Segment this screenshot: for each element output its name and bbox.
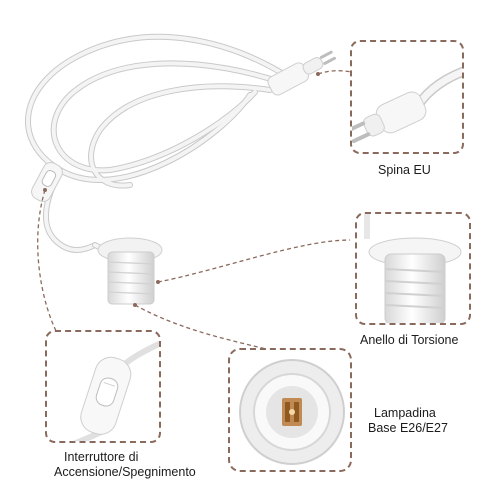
- callout-connectors: [37, 70, 353, 351]
- lamp-socket-ring-icon: [364, 214, 462, 323]
- eu-plug-icon: [352, 67, 462, 144]
- inset-bulb-base: [228, 348, 352, 472]
- label-ring: Anello di Torsione: [360, 333, 459, 347]
- inset-ring: [355, 212, 471, 325]
- label-bulb-line2: Base E26/E27: [368, 421, 448, 435]
- switch-main: [31, 161, 63, 203]
- inline-switch-icon: [73, 340, 159, 441]
- label-plug: Spina EU: [378, 163, 431, 177]
- label-bulb-line1: Lampadina: [374, 406, 436, 420]
- inset-plug: [350, 40, 464, 154]
- plug-main: [267, 50, 336, 96]
- e27-socket-icon: [239, 359, 345, 465]
- socket-main: [97, 237, 163, 305]
- coiled-cable: [24, 33, 293, 265]
- label-switch-line1: Interruttore di: [64, 450, 139, 464]
- inset-switch: [45, 330, 161, 443]
- label-switch-line2: Accensione/Spegnimento: [54, 465, 196, 479]
